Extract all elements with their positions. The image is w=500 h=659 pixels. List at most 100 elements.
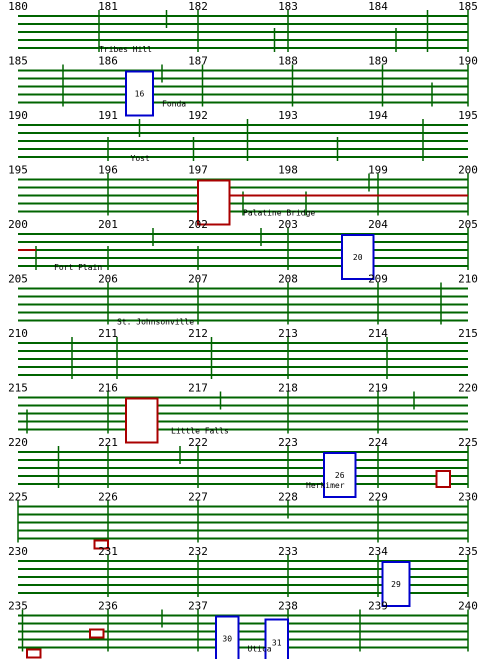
mile-label: 201 <box>98 218 118 231</box>
exit-box <box>125 70 154 117</box>
mile-label: 209 <box>368 273 388 286</box>
mile-label: 187 <box>188 55 208 68</box>
mile-label: 220 <box>458 382 478 395</box>
exit-box <box>381 561 411 607</box>
mile-label: 180 <box>8 0 28 13</box>
mile-label: 235 <box>8 600 28 613</box>
mile-label: 220 <box>8 436 28 449</box>
mile-label: 239 <box>368 600 388 613</box>
place-name: Yost <box>131 154 150 163</box>
mile-label: 208 <box>278 273 298 286</box>
exit-number: 29 <box>391 580 401 589</box>
mile-label: 232 <box>188 545 208 558</box>
mile-label: 181 <box>98 0 118 13</box>
mile-label: 211 <box>98 327 118 340</box>
place-name: Utica <box>248 645 272 654</box>
bridge-marker <box>125 397 159 444</box>
exit-box <box>264 618 289 659</box>
mile-label: 225 <box>458 436 478 449</box>
mile-label: 202 <box>188 218 208 231</box>
mile-label: 192 <box>188 109 208 122</box>
mile-label: 193 <box>278 109 298 122</box>
mile-label: 227 <box>188 491 208 504</box>
mile-label: 194 <box>368 109 388 122</box>
mile-label: 210 <box>8 327 28 340</box>
mile-label: 228 <box>278 491 298 504</box>
mile-label: 219 <box>368 382 388 395</box>
mile-label: 218 <box>278 382 298 395</box>
mile-label: 226 <box>98 491 118 504</box>
exit-number: 20 <box>353 253 363 262</box>
exit-number: 30 <box>222 635 232 644</box>
mile-label: 189 <box>368 55 388 68</box>
mile-label: 223 <box>278 436 298 449</box>
mile-label: 184 <box>368 0 388 13</box>
mile-label: 186 <box>98 55 118 68</box>
mile-label: 240 <box>458 600 478 613</box>
mile-label: 234 <box>368 545 388 558</box>
mile-label: 233 <box>278 545 298 558</box>
mile-label: 221 <box>98 436 118 449</box>
mile-label: 182 <box>188 0 208 13</box>
bridge-marker <box>26 648 42 659</box>
place-name: Fonda <box>162 100 186 109</box>
bridge-marker <box>93 539 109 550</box>
place-name: Herkimer <box>306 481 345 490</box>
place-name: Fort Plain <box>54 263 102 272</box>
mile-label: 185 <box>458 0 478 13</box>
mile-label: 199 <box>368 164 388 177</box>
mile-label: 238 <box>278 600 298 613</box>
mile-label: 214 <box>368 327 388 340</box>
mile-label: 215 <box>8 382 28 395</box>
row-210-215: 210 211 212 213 214 215 <box>8 327 478 379</box>
mile-label: 215 <box>458 327 478 340</box>
mile-label: 183 <box>278 0 298 13</box>
mile-label: 197 <box>188 164 208 177</box>
mile-label: 235 <box>458 545 478 558</box>
mile-label: 212 <box>188 327 208 340</box>
mile-label: 222 <box>188 436 208 449</box>
mile-label: 203 <box>278 218 298 231</box>
mile-label: 237 <box>188 600 208 613</box>
mile-label: 231 <box>98 545 118 558</box>
place-name: St. Johnsonville <box>117 318 194 327</box>
exit-box <box>215 615 240 659</box>
place-name: Tribes Hill <box>99 45 152 54</box>
mile-label: 196 <box>98 164 118 177</box>
bridge-marker <box>435 470 451 488</box>
mile-label: 236 <box>98 600 118 613</box>
mile-label: 207 <box>188 273 208 286</box>
mile-label: 217 <box>188 382 208 395</box>
mile-label: 191 <box>98 109 118 122</box>
mile-label: 230 <box>8 545 28 558</box>
mile-label: 190 <box>458 55 478 68</box>
mile-label: 204 <box>368 218 388 231</box>
exit-number: 26 <box>335 471 345 480</box>
mile-label: 213 <box>278 327 298 340</box>
bridge-marker <box>89 628 105 639</box>
mile-label: 190 <box>8 109 28 122</box>
mile-label: 200 <box>8 218 28 231</box>
mile-label: 205 <box>458 218 478 231</box>
exit-number: 31 <box>272 639 282 648</box>
mile-label: 198 <box>278 164 298 177</box>
mile-label: 185 <box>8 55 28 68</box>
mile-label: 230 <box>458 491 478 504</box>
exit-box <box>323 452 357 498</box>
place-name: Little Falls <box>171 427 229 436</box>
mile-label: 224 <box>368 436 388 449</box>
mile-label: 188 <box>278 55 298 68</box>
mile-label: 195 <box>8 164 28 177</box>
bridge-marker <box>197 179 231 226</box>
mile-label: 206 <box>98 273 118 286</box>
mile-label: 225 <box>8 491 28 504</box>
